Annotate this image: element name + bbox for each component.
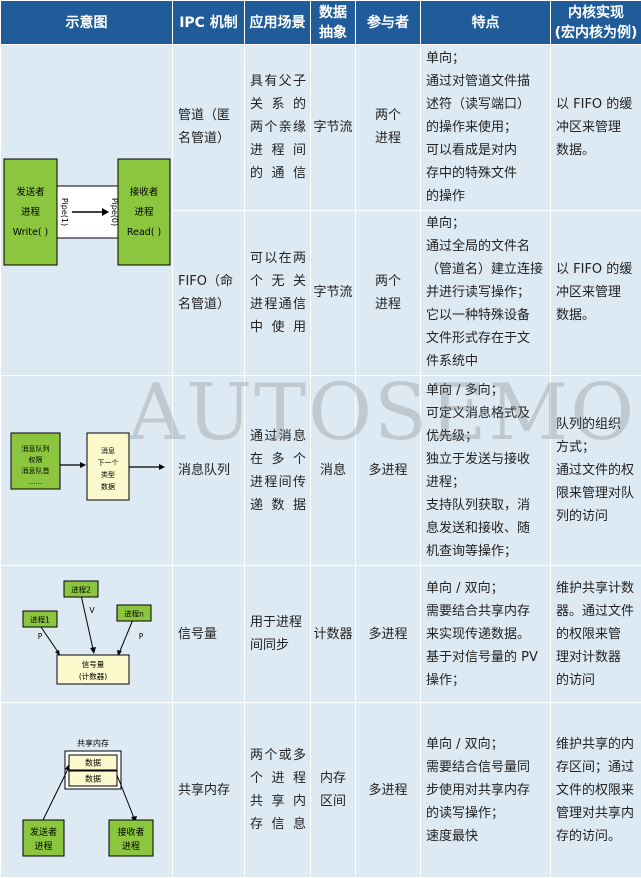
header-mechanism: IPC 机制 <box>173 1 245 45</box>
sender-write: Write( ) <box>13 227 49 238</box>
mq-arrowhead-1 <box>80 462 86 468</box>
mq-data: 消息 <box>311 376 356 566</box>
sem-scene: 用于进程间同步 <box>245 566 311 703</box>
sem-arrow-p2 <box>81 595 93 649</box>
sem-participants: 多进程 <box>356 566 421 703</box>
mq-features: 单向 / 多向；可定义消息格式及优先级；独立于发送与接收进程；支持队列获取，消息… <box>421 376 551 566</box>
mq-scene: 通过消息在多个进程间传递数据 <box>245 376 311 566</box>
sem-p-label-2: P <box>139 632 144 641</box>
shm-sender-label-2: 进程 <box>34 841 52 852</box>
mq-next: 下一个 <box>98 459 119 467</box>
shm-data-2: 数据 <box>85 774 101 784</box>
shm-kernel: 维护共享的内存区间；通过文件的权限来管理对共享内存的访问。 <box>551 703 641 878</box>
header-diagram: 示意图 <box>1 1 173 45</box>
pipe-kernel: 以 FIFO 的缓冲区来管理数据。 <box>551 45 641 211</box>
shm-diagram: 共享内存 数据 数据 发送者 进程 接收者 进程 <box>1 703 173 877</box>
mq-message-label: 消息 <box>101 446 115 455</box>
row-shared-memory: 共享内存 数据 数据 发送者 进程 接收者 进程 共享内存 两个或多个进程共享内… <box>1 703 641 878</box>
sem-p-label-1: P <box>38 632 43 641</box>
mq-diagram-cell: 消息队列 权限 消息队首 ...... 消息 下一个 类型 数据 <box>1 376 173 566</box>
shm-participants: 多进程 <box>356 703 421 878</box>
header-scene: 应用场景 <box>245 1 311 45</box>
pipe-participants: 两个进程 <box>356 45 421 211</box>
header-participants: 参与者 <box>356 1 421 45</box>
header-row: 示意图 IPC 机制 应用场景 数据抽象 参与者 特点 内核实现(宏内核为例) <box>1 1 641 45</box>
mq-permission: 权限 <box>29 455 43 464</box>
sem-process2-label: 进程2 <box>71 586 91 595</box>
sem-counter-sub: (计数器) <box>79 671 107 681</box>
pipe-data: 字节流 <box>311 45 356 211</box>
mq-head: 消息队首 <box>22 466 50 475</box>
sender-label: 发送者 <box>16 186 45 198</box>
sem-arrow-pn <box>120 617 134 651</box>
pipe1-label: Pipe(1) <box>60 198 69 226</box>
row-pipe: 发送者 进程 Write( ) 接收者 进程 Read( ) Pipe(1) P… <box>1 45 641 211</box>
pipe-mechanism: 管道（匿名管道） <box>173 45 245 211</box>
shm-title: 共享内存 <box>77 738 109 748</box>
pipe-features: 单向；通过对管道文件描述符（读写端口）的操作来使用；可以看成是对内存中的特殊文件… <box>421 45 551 211</box>
mq-more: ...... <box>29 478 42 486</box>
mq-arrowhead-2 <box>159 464 165 470</box>
shm-diagram-cell: 共享内存 数据 数据 发送者 进程 接收者 进程 <box>1 703 173 878</box>
header-data: 数据抽象 <box>311 1 356 45</box>
row-message-queue: 消息队列 权限 消息队首 ...... 消息 下一个 类型 数据 消息队列 通过… <box>1 376 641 566</box>
mq-diagram: 消息队列 权限 消息队首 ...... 消息 下一个 类型 数据 <box>1 376 173 565</box>
shm-arrow-sender <box>43 769 68 820</box>
pipe-scene: 具有父子关系的两个亲缘进程间的通信 <box>245 45 311 211</box>
fifo-features: 单向；通过全局的文件名（管道名）建立连接并进行读写操作；它以一种特殊设备文件形式… <box>421 210 551 376</box>
receiver-label-2: 进程 <box>134 207 154 218</box>
shm-features: 单向 / 双向；需要结合信号量同步使用对共享内存的读写操作；速度最快 <box>421 703 551 878</box>
sender-label-2: 进程 <box>21 207 41 218</box>
receiver-read: Read( ) <box>127 227 161 238</box>
fifo-kernel: 以 FIFO 的缓冲区来管理数据。 <box>551 210 641 376</box>
shm-mechanism: 共享内存 <box>173 703 245 878</box>
mq-kernel: 队列的组织方式；通过文件的权限来管理对队列的访问 <box>551 376 641 566</box>
shm-receiver-label: 接收者 <box>117 826 144 838</box>
pipe-diagram-cell: 发送者 进程 Write( ) 接收者 进程 Read( ) Pipe(1) P… <box>1 45 173 376</box>
mq-queue-label: 消息队列 <box>22 444 50 453</box>
sem-processn-label: 进程n <box>124 610 144 619</box>
sem-mechanism: 信号量 <box>173 566 245 703</box>
pipe0-label: Pipe(0) <box>110 198 119 226</box>
fifo-mechanism: FIFO（命名管道） <box>173 210 245 376</box>
sem-v-label: V <box>89 606 95 615</box>
mq-data: 数据 <box>101 482 115 491</box>
row-semaphore: 进程1 进程2 进程n P V P 信号量 (计数器) 信号量 用于进程间同步 … <box>1 566 641 703</box>
shm-arrow-receiver <box>117 775 134 818</box>
pipe-diagram: 发送者 进程 Write( ) 接收者 进程 Read( ) Pipe(1) P… <box>1 45 173 375</box>
sem-diagram-cell: 进程1 进程2 进程n P V P 信号量 (计数器) <box>1 566 173 703</box>
mq-participants: 多进程 <box>356 376 421 566</box>
shm-receiver-label-2: 进程 <box>122 841 140 852</box>
header-features: 特点 <box>421 1 551 45</box>
sem-arrowhead-p2 <box>90 647 96 654</box>
shm-data: 内存区间 <box>311 703 356 878</box>
mq-type: 类型 <box>101 470 115 479</box>
shm-sender-label: 发送者 <box>30 826 57 838</box>
sem-kernel: 维护共享计数器。通过文件的权限来管理对计数器的访问 <box>551 566 641 703</box>
mq-mechanism: 消息队列 <box>173 376 245 566</box>
sem-process1-label: 进程1 <box>30 616 50 625</box>
shm-data-1: 数据 <box>85 758 101 768</box>
fifo-participants: 两个进程 <box>356 210 421 376</box>
header-kernel: 内核实现(宏内核为例) <box>551 1 641 45</box>
fifo-scene: 可以在两个无关进程通信中使用 <box>245 210 311 376</box>
sem-diagram: 进程1 进程2 进程n P V P 信号量 (计数器) <box>1 566 173 702</box>
receiver-label: 接收者 <box>130 186 159 198</box>
sem-counter-label: 信号量 <box>82 659 105 669</box>
sem-data: 计数器 <box>311 566 356 703</box>
fifo-data: 字节流 <box>311 210 356 376</box>
sem-arrow-p1 <box>41 627 58 652</box>
shm-scene: 两个或多个进程共享内存信息 <box>245 703 311 878</box>
